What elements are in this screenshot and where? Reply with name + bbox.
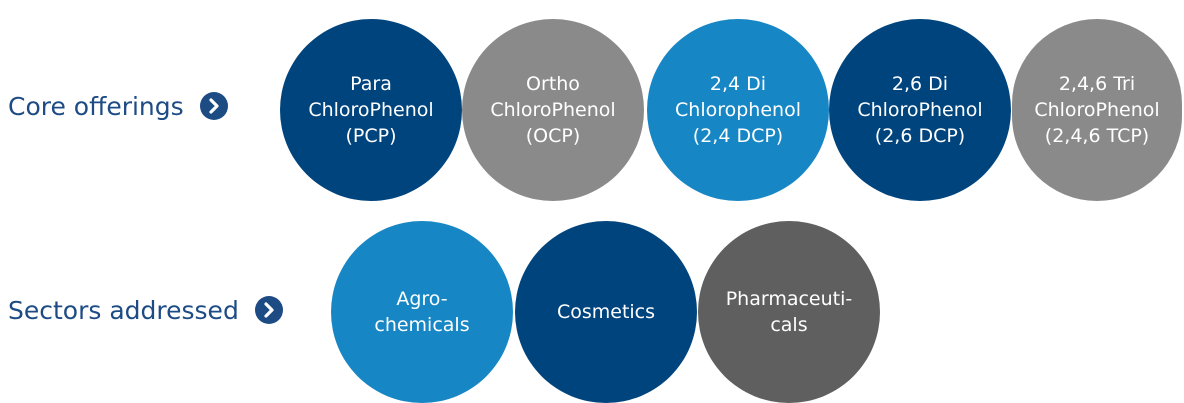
core-offerings-label: Core offerings — [8, 86, 228, 126]
sector-text-agrochemicals: Agro- chemicals — [374, 288, 470, 336]
sector-circle-cosmetics: Cosmetics — [515, 221, 697, 403]
offering-text-pcp: Para ChloroPhenol (PCP) — [308, 73, 434, 147]
sectors-addressed-label-text: Sectors addressed — [8, 295, 239, 325]
sectors-addressed-label: Sectors addressed — [8, 290, 283, 330]
sector-text-cosmetics: Cosmetics — [556, 301, 656, 323]
offering-circle-246-tcp: 2,4,6 Tri ChloroPhenol (2,4,6 TCP) — [1012, 19, 1182, 201]
offering-text-24-dcp: 2,4 Di Chlorophenol (2,4 DCP) — [675, 73, 801, 147]
offering-circle-26-dcp: 2,6 Di ChloroPhenol (2,6 DCP) — [829, 19, 1011, 201]
offering-text-26-dcp: 2,6 Di ChloroPhenol (2,6 DCP) — [857, 73, 983, 147]
core-offerings-label-text: Core offerings — [8, 91, 184, 121]
sector-text-pharmaceuticals: Pharmaceuti- cals — [725, 288, 853, 336]
offering-circle-24-dcp: 2,4 Di Chlorophenol (2,4 DCP) — [647, 19, 829, 201]
offering-circle-ocp: Ortho ChloroPhenol (OCP) — [462, 19, 644, 201]
sector-circle-agrochemicals: Agro- chemicals — [331, 221, 513, 403]
offering-text-246-tcp: 2,4,6 Tri ChloroPhenol (2,4,6 TCP) — [1034, 73, 1160, 147]
chevron-right-circle-icon — [199, 92, 228, 120]
sector-circle-pharmaceuticals: Pharmaceuti- cals — [698, 221, 880, 403]
offering-circle-pcp: Para ChloroPhenol (PCP) — [280, 19, 462, 201]
chevron-right-circle-icon — [254, 296, 283, 324]
offering-text-ocp: Ortho ChloroPhenol (OCP) — [490, 73, 616, 147]
